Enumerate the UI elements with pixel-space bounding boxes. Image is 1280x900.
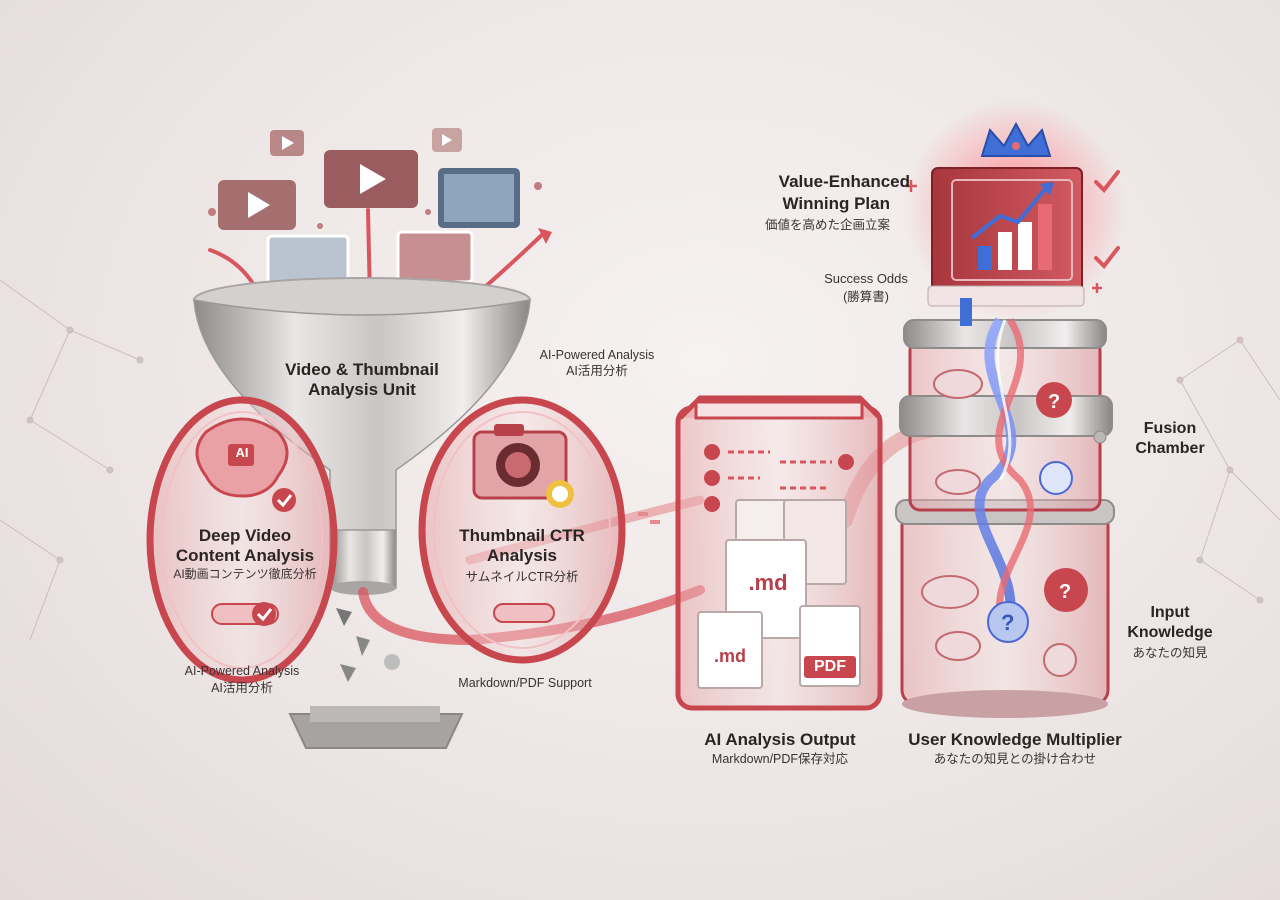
multiplier-subtitle: あなたの知見との掛け合わせ xyxy=(933,752,1097,766)
funnel-title-2: Analysis Unit xyxy=(308,380,416,399)
deep-video-title-2: Content Analysis xyxy=(175,546,315,565)
ai-powered-top-label: AI-Powered Analysis xyxy=(539,348,655,362)
discard-bin xyxy=(288,608,464,749)
md-file-small-label: .md xyxy=(713,646,746,666)
ai-powered-top-subtitle: AI活用分析 xyxy=(566,364,628,378)
value-plan-subtitle: 価値を高めた企画立案 xyxy=(764,218,890,232)
ai-powered-bottom-subtitle: AI活用分析 xyxy=(211,681,273,695)
ai-powered-bottom-label: AI-Powered Analysis xyxy=(184,664,300,678)
input-knowledge-title-2: Knowledge xyxy=(1127,624,1213,641)
deep-video-subtitle: AI動画コンテンツ徹底分析 xyxy=(173,567,317,581)
value-plan-title-2: Winning Plan xyxy=(782,194,890,213)
thumbnail-ring xyxy=(418,396,660,664)
funnel-title-1: Video & Thumbnail xyxy=(285,360,439,379)
plus-marks xyxy=(905,180,1102,293)
value-plan-title-1: Value-Enhanced xyxy=(778,172,910,191)
fusion-tower: ? ? ? xyxy=(895,317,1115,718)
svg-text:?: ? xyxy=(1048,391,1060,413)
thumbnail-subtitle: サムネイルCTR分析 xyxy=(465,570,579,584)
analysis-funnel xyxy=(193,277,531,595)
svg-text:?: ? xyxy=(1059,581,1071,603)
deep-video-ring xyxy=(146,396,338,684)
svg-text:?: ? xyxy=(1001,610,1014,635)
fusion-chamber-title-2: Chamber xyxy=(1135,440,1205,457)
output-subtitle: Markdown/PDF保存対応 xyxy=(711,752,849,766)
multiplier-title: User Knowledge Multiplier xyxy=(908,730,1122,749)
md-pdf-support-label: Markdown/PDF Support xyxy=(458,676,592,690)
success-odds-subtitle: (勝算書) xyxy=(843,290,889,304)
input-knowledge-title-1: Input xyxy=(1150,604,1190,621)
output-title: AI Analysis Output xyxy=(704,730,856,749)
network-lines-left xyxy=(0,279,144,641)
thumbnail-title-1: Thumbnail CTR xyxy=(459,526,585,545)
pdf-file-label: PDF xyxy=(804,656,856,679)
ai-chip-label: AI xyxy=(235,445,249,460)
thumbnail-title-2: Analysis xyxy=(487,546,557,565)
output-container xyxy=(675,395,883,711)
checkmarks xyxy=(1094,170,1120,270)
md-file-big-label: .md xyxy=(748,570,788,595)
fusion-chamber-title-1: Fusion xyxy=(1143,420,1197,437)
input-knowledge-subtitle: あなたの知見 xyxy=(1132,646,1208,660)
winning-plan-book xyxy=(905,100,1125,326)
network-lines-right xyxy=(1176,336,1280,604)
video-tiles xyxy=(208,128,542,290)
success-odds-label: Success Odds xyxy=(824,271,908,286)
deep-video-title-1: Deep Video xyxy=(198,526,292,545)
